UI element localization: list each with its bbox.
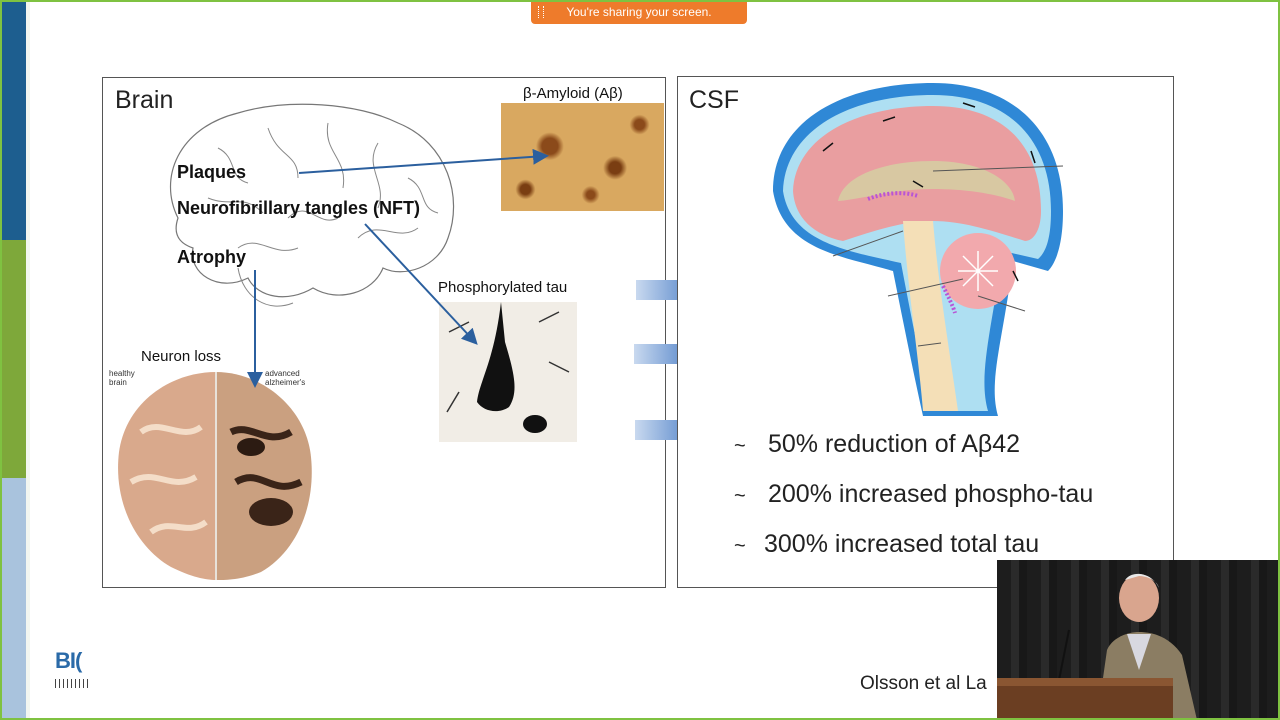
speaker-video[interactable] — [997, 560, 1280, 720]
brain-outline-drawing — [169, 103, 455, 307]
screen-share-banner[interactable]: You're sharing your screen. — [531, 0, 747, 24]
csf-bullet-2: ~200% increased phospho-tau — [734, 480, 1093, 509]
csf-bullet-3: ~300% increased total tau — [734, 530, 1039, 559]
bullet-symbol: ~ — [734, 485, 746, 507]
brain-cross-section-image — [118, 372, 312, 580]
healthy-brain-label: healthy brain — [109, 369, 135, 387]
tau-stain-image — [439, 302, 577, 442]
tau-tangle-shape — [446, 302, 570, 433]
atrophy-label: Atrophy — [177, 247, 246, 267]
plaques-label: Plaques — [177, 162, 247, 182]
brain-connector-arrows — [247, 148, 549, 388]
slide-stripe-blue — [0, 0, 26, 240]
bullet-text: 50% reduction of Aβ42 — [768, 430, 1021, 458]
csf-panel: CSF ~50% reduction of Aβ42 ~200% increas… — [677, 76, 1174, 588]
nft-label: Neurofibrillary tangles (NFT) — [177, 198, 421, 218]
stripe-gap — [26, 0, 30, 720]
organization-logo: BI( — [55, 648, 82, 673]
advanced-alzheimers-label: advanced alzheimer's — [265, 369, 306, 387]
csf-bullet-1: ~50% reduction of Aβ42 — [734, 430, 1020, 459]
logo-barcode — [55, 679, 89, 688]
bullet-text: 300% increased total tau — [764, 530, 1040, 558]
bullet-symbol: ~ — [734, 535, 746, 557]
csf-panel-title: CSF — [689, 86, 739, 114]
bullet-text: 200% increased phospho-tau — [768, 480, 1094, 508]
neuron-loss-label: Neuron loss — [141, 348, 222, 365]
slide-stripe-green — [0, 240, 26, 478]
brain-panel-title: Brain — [115, 86, 174, 114]
amyloid-label: β-Amyloid (Aβ) — [523, 85, 623, 102]
citation-reference: Olsson et al La — [860, 673, 987, 694]
phospho-tau-label: Phosphorylated tau — [438, 279, 568, 296]
speaker-figure — [997, 573, 1197, 720]
drag-handle-icon[interactable] — [538, 6, 544, 18]
brain-panel: Brain Plaques Neurofibrillary tangles (N… — [102, 77, 666, 588]
csf-flow-diagram — [773, 83, 1064, 416]
share-banner-text: You're sharing your screen. — [566, 5, 712, 19]
slide-stripe-light — [0, 478, 26, 720]
bullet-symbol: ~ — [734, 435, 746, 457]
